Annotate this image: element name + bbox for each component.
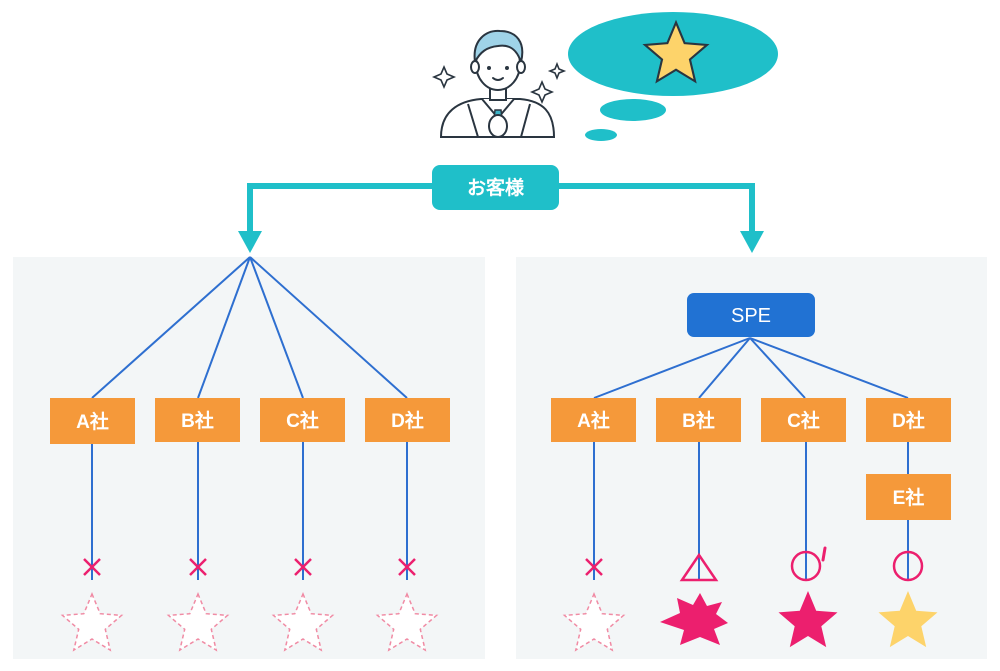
left-company-b-label: B社 (181, 409, 214, 432)
sparkle-icon (547, 61, 567, 81)
left-company-a-box (50, 398, 135, 444)
left-company-a-label: A社 (76, 410, 109, 433)
arrow-down-left (238, 231, 262, 253)
spe-box (687, 293, 815, 337)
right-company-a-box (551, 398, 636, 442)
thought-bubble-icon (568, 12, 778, 141)
cross-mark (585, 558, 603, 576)
person-icon (439, 29, 556, 138)
arrow-down-right (740, 231, 764, 253)
cross-mark (189, 558, 207, 576)
right-connectors (593, 337, 909, 580)
sparkle-icon (431, 64, 457, 90)
circle-prime-mark (790, 546, 827, 582)
left-company-d-label: D社 (391, 409, 424, 432)
left-company-c-label: C社 (286, 409, 319, 432)
left-company-d-box (365, 398, 450, 442)
left-company-b-box (155, 398, 240, 442)
triangle-mark (679, 552, 719, 582)
cross-mark (294, 558, 312, 576)
customer-label: お客様 (467, 176, 525, 199)
left-panel (13, 257, 485, 659)
right-company-e-box (866, 474, 951, 520)
right-company-d-label: D社 (892, 409, 925, 432)
right-company-c-label: C社 (787, 409, 820, 432)
cross-mark (398, 558, 416, 576)
left-connectors (91, 256, 408, 580)
right-company-b-label: B社 (682, 409, 715, 432)
left-company-c-box (260, 398, 345, 442)
customer-connector (247, 183, 755, 232)
spe-label: SPE (731, 305, 771, 327)
right-company-a-label: A社 (577, 409, 610, 432)
sparkle-icon (529, 79, 555, 105)
right-company-e-label: E社 (893, 486, 925, 509)
customer-box (432, 165, 559, 210)
circle-mark (892, 550, 924, 582)
star-icon (660, 593, 728, 645)
right-company-c-box (761, 398, 846, 442)
right-company-b-box (656, 398, 741, 442)
right-company-d-box (866, 398, 951, 442)
cross-mark (83, 558, 101, 576)
